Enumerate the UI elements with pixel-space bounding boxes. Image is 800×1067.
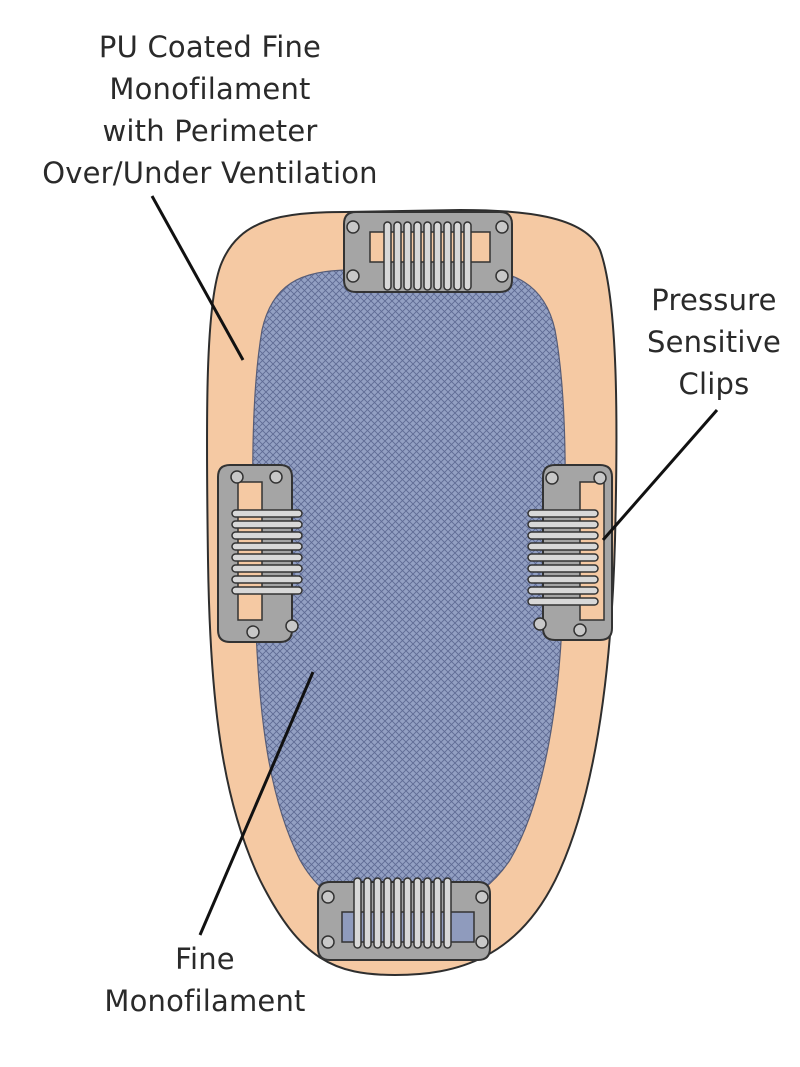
clip-right <box>527 464 613 641</box>
label-clips-line-3: Clips <box>678 367 750 401</box>
label-fine-line-1: Fine <box>175 942 235 976</box>
leader-line-center <box>198 671 315 936</box>
leader-line-perimeter <box>150 195 245 361</box>
clip-top <box>343 211 513 293</box>
label-clips-line-2: Sensitive <box>646 325 782 359</box>
label-pressure-sensitive-clips: Pressure Sensitive Clips <box>628 279 800 405</box>
label-pu-coated-perimeter: PU Coated Fine Monofilament with Perimet… <box>0 26 420 194</box>
clip-left <box>217 464 303 643</box>
label-fine-line-2: Monofilament <box>104 984 306 1018</box>
label-clips-line-1: Pressure <box>651 283 777 317</box>
label-pu-line-1: PU Coated Fine <box>98 30 322 64</box>
leader-line-clips <box>601 409 719 541</box>
label-pu-line-3: with Perimeter <box>102 114 318 148</box>
clip-bottom <box>317 877 491 961</box>
label-pu-line-2: Monofilament <box>109 72 311 106</box>
label-pu-line-4: Over/Under Ventilation <box>42 156 378 190</box>
label-fine-monofilament: Fine Monofilament <box>80 938 330 1022</box>
